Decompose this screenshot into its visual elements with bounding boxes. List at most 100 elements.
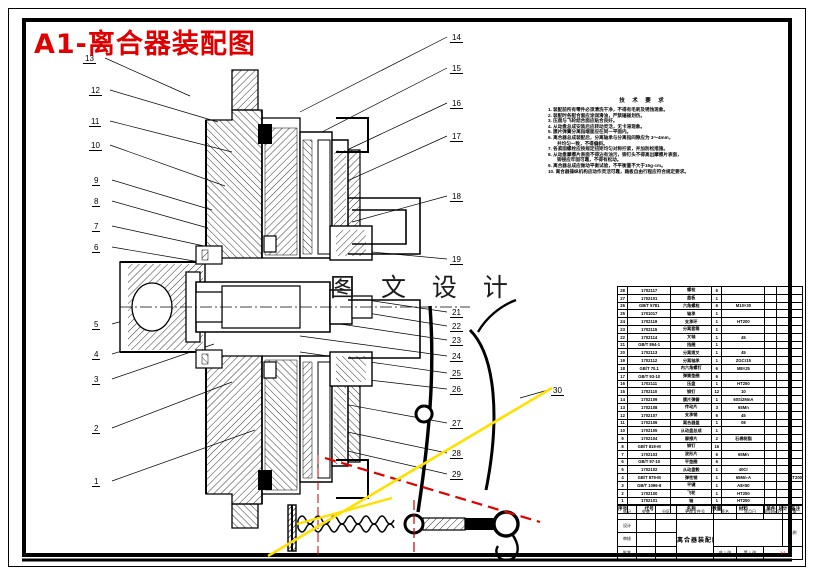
parts-cell [764, 309, 778, 319]
leader-label-19: 19 [450, 255, 463, 265]
clutch-body-upper [205, 69, 349, 259]
parts-cell: 24 [616, 317, 629, 326]
parts-cell: 23 [616, 324, 629, 334]
parts-cell [764, 286, 778, 295]
parts-cell [721, 309, 766, 319]
leader-label-1: 1 [92, 477, 101, 487]
parts-cell [776, 286, 790, 295]
parts-cell: 平键 [670, 480, 713, 490]
parts-cell: 2 [616, 488, 629, 498]
parts-cell: 铆钉 [670, 387, 713, 397]
parts-cell [788, 371, 803, 381]
parts-cell [721, 426, 766, 436]
parts-cell: 5 [616, 465, 629, 475]
parts-cell: 08 [721, 418, 766, 428]
parts-cell [764, 473, 778, 482]
parts-cell [764, 457, 778, 467]
parts-cell: 1702109 [627, 395, 672, 404]
parts-cell: 叉轴 [670, 332, 713, 342]
parts-cell: 1 [616, 496, 629, 506]
leader-label-9: 9 [92, 176, 101, 186]
parts-cell: 1702100 [627, 488, 672, 498]
tb-approve-sign [636, 545, 656, 560]
parts-cell [776, 457, 790, 467]
parts-cell: 1 [711, 473, 723, 482]
tb-approve-label: 批准 [617, 545, 637, 560]
parts-cell: 1 [711, 309, 723, 319]
parts-cell: 40Cr [721, 465, 766, 475]
parts-cell: 6 [711, 410, 723, 420]
parts-cell [776, 379, 790, 389]
parts-cell [764, 293, 778, 303]
parts-cell [764, 480, 778, 490]
parts-cell: 挡圈 [670, 340, 713, 350]
parts-cell: 石棉树脂 [721, 434, 766, 443]
parts-cell: 19 [616, 356, 629, 365]
parts-cell [788, 309, 803, 319]
parts-cell [788, 402, 803, 412]
parts-cell [721, 324, 766, 334]
parts-cell: 4 [616, 473, 629, 482]
parts-cell: 1 [711, 379, 723, 389]
parts-cell [764, 395, 778, 404]
parts-cell [776, 309, 790, 319]
tb-review-date [655, 532, 677, 547]
parts-cell: 分离拨叉 [670, 348, 713, 358]
tb-scale-label: 比例 [782, 518, 803, 547]
parts-cell: 12 [711, 387, 723, 397]
parts-cell: 6 [711, 286, 723, 295]
parts-cell: 21 [616, 340, 629, 350]
parts-cell: 12 [616, 410, 629, 420]
parts-cell: 13 [616, 402, 629, 412]
clutch-body-lower [205, 355, 349, 529]
leader-label-6: 6 [92, 243, 101, 253]
watermark-text: 图 文 设 计 [330, 273, 517, 302]
parts-cell: 轴承 [670, 309, 713, 319]
leader-label-22: 22 [450, 322, 463, 332]
leader-label-4: 4 [92, 350, 101, 360]
parts-cell: 27 [616, 293, 629, 303]
parts-cell: 1 [711, 293, 723, 303]
parts-cell [764, 340, 778, 350]
parts-cell: 1 [711, 480, 723, 490]
parts-cell: 飞轮 [670, 488, 713, 498]
parts-cell: 1702101 [627, 293, 672, 303]
technical-requirements-heading: 技 术 要 求 [619, 98, 667, 104]
parts-cell: 平垫圈 [670, 457, 713, 467]
parts-cell: 65Mn [721, 402, 766, 412]
parts-cell: 从动盘总成 [670, 426, 713, 436]
parts-cell: 1 [711, 356, 723, 365]
tb-date: 年月日 [736, 505, 764, 520]
parts-cell [764, 410, 778, 420]
release-lever-linkage [414, 298, 517, 513]
leader-label-21: 21 [450, 308, 463, 318]
leader-label-12: 12 [89, 86, 102, 96]
parts-cell [776, 402, 790, 412]
tb-design-date [655, 518, 677, 533]
parts-cell: 1 [711, 418, 723, 428]
technical-requirements-list: 1. 装配前所有零件必须清洗干净，不得有毛刺及锈蚀现象。2. 装配时各配合面应涂… [548, 107, 738, 174]
tb-change-doc: 更改文件号 [676, 505, 714, 520]
parts-cell: 1702112 [627, 356, 672, 365]
parts-cell [776, 465, 790, 475]
parts-cell [788, 395, 803, 404]
tb-review-label: 审核 [617, 532, 637, 547]
leader-label-13: 13 [83, 54, 96, 64]
parts-cell [788, 426, 803, 436]
technical-requirement-item: 4. 从动盘总成安装后应转动灵活，无卡滞现象。 [548, 123, 645, 129]
parts-cell: HT200 [721, 317, 766, 326]
parts-cell [788, 317, 803, 326]
parts-cell: 28 [616, 286, 629, 295]
